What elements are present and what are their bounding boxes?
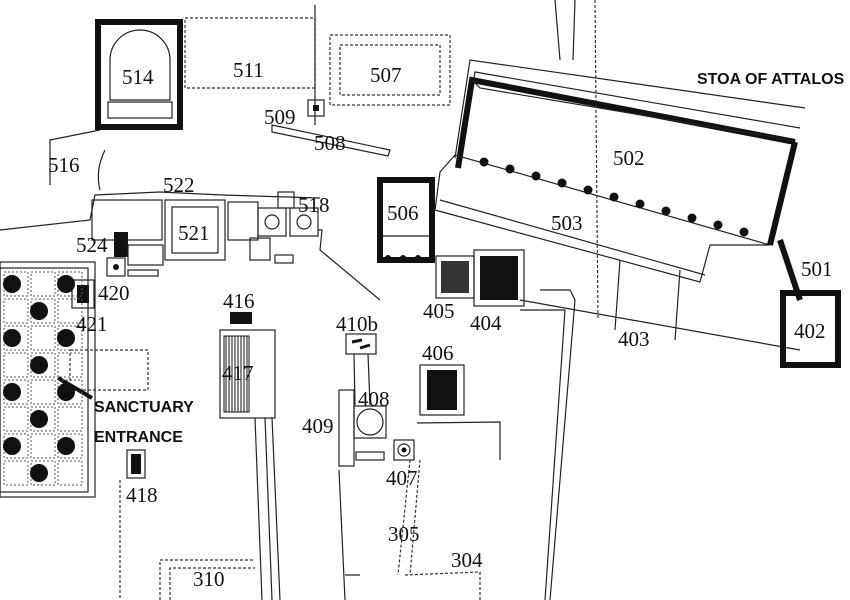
label-409: 409 (302, 414, 334, 438)
label-509: 509 (264, 105, 296, 129)
sanctuary-grid (0, 261, 149, 498)
building-418 (126, 449, 146, 479)
building-409 (338, 389, 355, 467)
building-506 (377, 177, 435, 263)
label-506: 506 (387, 201, 419, 225)
building-509 (307, 99, 325, 117)
grid-cell (30, 379, 56, 405)
label-502: 502 (613, 146, 645, 170)
pier (3, 383, 21, 401)
entrance-label: ENTRANCE (94, 429, 183, 446)
grid-cell (3, 298, 29, 324)
label-521: 521 (178, 221, 210, 245)
grid-cell (57, 406, 83, 432)
label-524: 524 (76, 233, 108, 257)
label-501: 501 (801, 257, 833, 281)
building-407 (393, 439, 415, 461)
label-408: 408 (358, 387, 390, 411)
stoa-colonnade (479, 157, 749, 237)
label-402: 402 (794, 319, 826, 343)
label-304: 304 (451, 548, 483, 572)
label-421: 421 (76, 312, 108, 336)
label-514: 514 (122, 65, 154, 89)
pier (30, 302, 48, 320)
stoa-column (583, 185, 593, 195)
pier (3, 437, 21, 455)
pier (57, 329, 75, 347)
grid-cell (30, 325, 56, 351)
label-508: 508 (314, 131, 346, 155)
grid-cell (30, 271, 56, 297)
label-407: 407 (386, 466, 418, 490)
label-516: 516 (48, 153, 80, 177)
label-418: 418 (126, 483, 158, 507)
stoa-column (479, 157, 489, 167)
label-305: 305 (388, 522, 420, 546)
building-labels: 514 511 507 509 508 516 522 518 506 521 … (48, 58, 833, 591)
building-514 (95, 19, 183, 130)
building-404 (473, 249, 525, 307)
building-408 (353, 405, 387, 439)
label-522: 522 (163, 173, 195, 197)
label-518: 518 (298, 193, 330, 217)
stoa-column (505, 164, 515, 174)
stoa-column (661, 206, 671, 216)
pier (30, 464, 48, 482)
pier (57, 275, 75, 293)
building-402 (780, 290, 841, 368)
label-507: 507 (370, 63, 402, 87)
pier (57, 383, 75, 401)
pier (30, 356, 48, 374)
label-406: 406 (422, 341, 454, 365)
label-503: 503 (551, 211, 583, 235)
pier (3, 329, 21, 347)
stoa-column (739, 227, 749, 237)
stoa-column (531, 171, 541, 181)
label-403: 403 (618, 327, 650, 351)
grid-cell (57, 298, 83, 324)
label-410b: 410b (336, 312, 378, 336)
pier (30, 410, 48, 428)
grid-cell (30, 433, 56, 459)
label-404: 404 (470, 311, 502, 335)
grid-cell (3, 352, 29, 378)
grid-cell (3, 406, 29, 432)
stoa-column (557, 178, 567, 188)
stoa-column (687, 213, 697, 223)
stoa-column (635, 199, 645, 209)
building-421 (71, 279, 95, 309)
grid-cell (3, 460, 29, 486)
building-507 (329, 34, 451, 106)
label-420: 420 (98, 281, 130, 305)
grid-cell (57, 352, 83, 378)
stoa-of-attalos (434, 0, 806, 600)
building-406 (416, 364, 501, 460)
stoa-column (713, 220, 723, 230)
stoa-title: STOA OF ATTALOS (697, 71, 845, 88)
building-416 (230, 312, 252, 324)
label-416: 416 (223, 289, 255, 313)
label-405: 405 (423, 299, 455, 323)
stoa-column (609, 192, 619, 202)
pier (57, 437, 75, 455)
building-417 (219, 329, 281, 600)
building-410b (345, 333, 377, 355)
pier (3, 275, 21, 293)
label-310: 310 (193, 567, 225, 591)
label-511: 511 (233, 58, 264, 82)
grid-cell (57, 460, 83, 486)
building-521-complex (0, 191, 381, 301)
building-508 (271, 124, 391, 157)
sanctuary-label: SANCTUARY (94, 399, 194, 416)
label-417: 417 (222, 361, 254, 385)
